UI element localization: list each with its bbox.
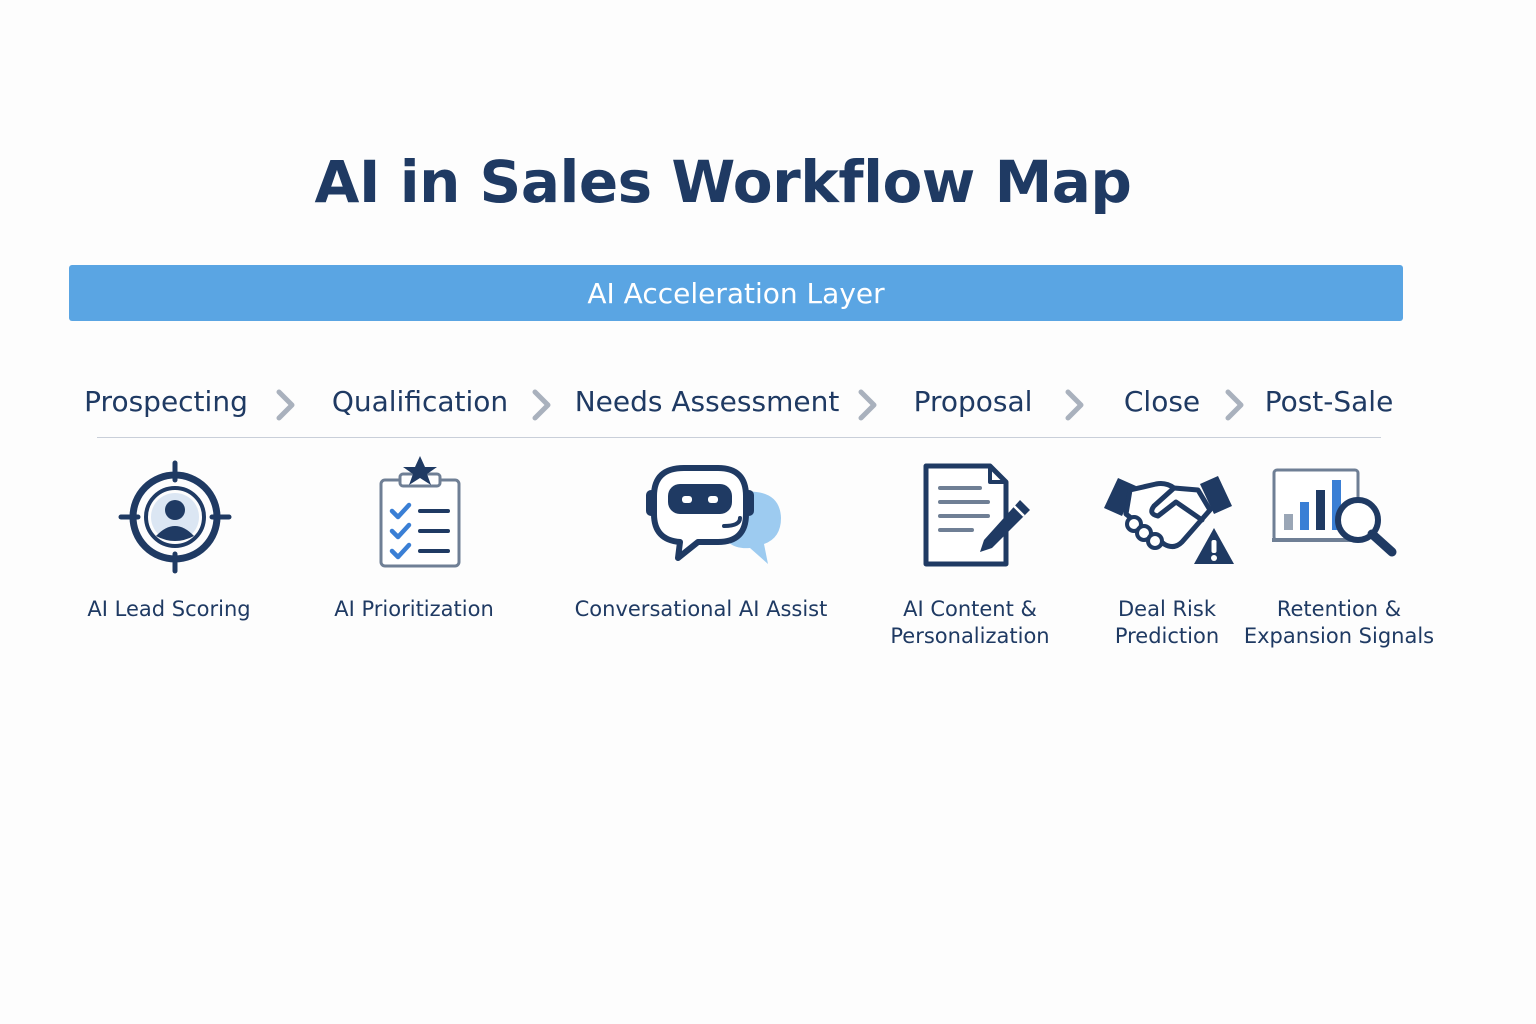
chevron-right-icon [858,389,877,421]
chatbot-speech-icon [646,465,781,564]
label-deal-risk-prediction: Deal Risk Prediction [1114,597,1220,648]
label-conversational-ai-assist: Conversational AI Assist [574,597,828,621]
stage-prospecting: Prospecting [84,385,248,418]
checklist-star-icon [379,456,461,568]
document-pencil-icon [923,463,1030,567]
ai-acceleration-layer-banner: AI Acceleration Layer [69,265,1403,321]
chevron-right-icon [276,389,295,421]
handshake-warning-icon [1104,476,1234,564]
target-person-icon [118,460,232,574]
chevron-right-icon [532,389,551,421]
label-ai-content-personalization: AI Content & Personalization [890,597,1050,648]
chevron-right-icon [1225,389,1244,421]
label-ai-lead-scoring: AI Lead Scoring [87,597,251,621]
chevron-right-icon [1065,389,1084,421]
stage-needs-assessment: Needs Assessment [574,385,840,418]
stage-close: Close [1123,385,1201,418]
stage-proposal: Proposal [913,385,1033,418]
chart-magnifier-icon [1272,468,1397,557]
page-title: AI in Sales Workflow Map [314,148,1132,216]
label-retention-expansion-signals: Retention & Expansion Signals [1243,597,1435,648]
label-ai-prioritization: AI Prioritization [334,597,494,621]
stage-divider [97,437,1381,438]
banner-label: AI Acceleration Layer [587,276,885,310]
stage-qualification: Qualification [331,385,509,418]
stage-post-sale: Post-Sale [1264,385,1394,418]
